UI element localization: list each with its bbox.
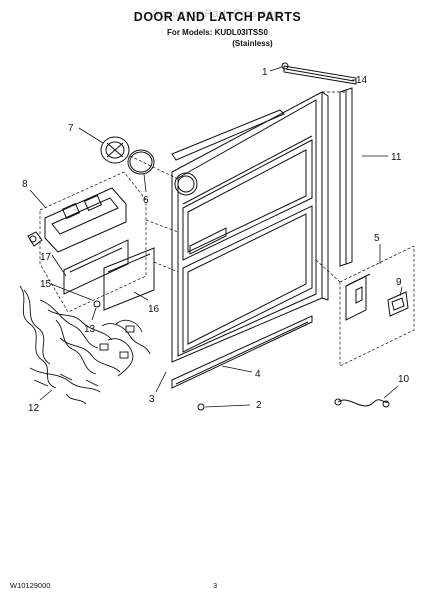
model-variant: (Stainless) [232,39,273,48]
side-strip [339,87,353,267]
leader-9 [399,286,403,297]
dispenser-gasket [127,149,155,175]
leader-4 [221,365,253,373]
alignment-line-latch [315,259,341,283]
latch-assembly [345,273,371,321]
callout-10: 10 [398,374,410,385]
callout-4: 4 [255,369,261,380]
callout-12: 12 [28,403,40,414]
leader-12 [39,389,53,401]
top-trim-strip [283,65,357,85]
wire-harness [19,285,151,405]
document-number: W10129000 [10,581,51,590]
wiring-lead [334,398,390,408]
leader-8 [29,189,47,209]
clip [93,300,101,308]
callout-9: 9 [396,277,402,288]
diagram-title: DOOR AND LATCH PARTS [133,10,302,24]
callout-17: 17 [40,252,52,263]
latch-group-outline [339,245,415,367]
callout-11: 11 [391,152,402,163]
page-number: 3 [213,581,218,590]
latch-cover-panel [103,247,155,311]
callout-7: 7 [68,123,74,134]
callout-15: 15 [40,279,52,290]
leader-17 [51,254,67,277]
callout-5: 5 [374,233,380,244]
dispenser-cap [100,136,130,164]
leader-15 [50,283,93,301]
model-number: For Models: KUDL03ITSS0 [167,28,268,37]
leader-2 [204,404,251,408]
door-top-strip [171,109,285,161]
leader-16 [133,291,149,301]
callout-8: 8 [22,179,28,190]
leader-7 [78,127,104,144]
alignment-line-dispenser [145,219,179,233]
watermark: AppliancePartsPros.com [151,8,284,20]
callout-2: 2 [256,400,262,411]
dispenser-bracket [63,239,129,295]
callout-13: 13 [84,324,96,335]
screw-bottom [197,403,205,411]
callout-labels: 1 14 11 7 6 8 5 9 17 15 16 13 4 12 3 2 1… [22,67,410,414]
leader-13 [91,307,97,321]
bottom-trim [171,315,313,389]
callout-6: 6 [143,195,149,206]
callout-3: 3 [149,394,155,405]
leader-3 [155,371,167,393]
callout-1: 1 [262,67,268,78]
dispenser-group-outline [39,171,147,313]
callout-14: 14 [356,75,368,86]
leader-1 [269,66,283,72]
callout-16: 16 [148,304,160,315]
leader-6 [143,173,147,193]
latch-part [387,291,409,317]
leader-10 [383,385,399,399]
alignment-line-panel [153,261,179,273]
alignment-line-cap [129,155,177,179]
inner-door-panel [171,91,329,363]
dispenser-assembly [27,187,127,253]
screw-top [281,62,289,70]
